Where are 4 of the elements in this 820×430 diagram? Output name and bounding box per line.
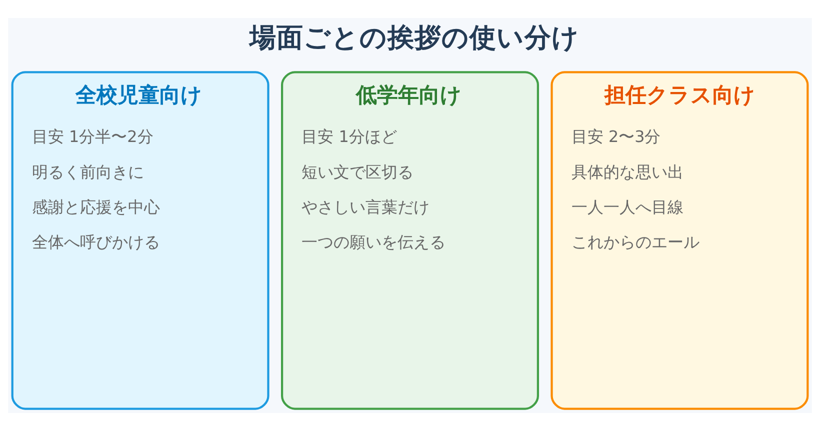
diagram-title: 場面ごとの挨拶の使い分け xyxy=(250,22,580,54)
node-box: 低学年向け 目安 1分ほど 短い文で区切る やさしい言葉だけ 一つの願いを伝える xyxy=(280,70,540,410)
node-box: 担任クラス向け 目安 2〜3分 具体的な思い出 一人一人へ目線 これからのエール xyxy=(550,70,809,410)
node-box: 全校児童向け 目安 1分半〜2分 明るく前向きに 感謝と応援を中心 全体へ呼びかける xyxy=(11,70,270,410)
